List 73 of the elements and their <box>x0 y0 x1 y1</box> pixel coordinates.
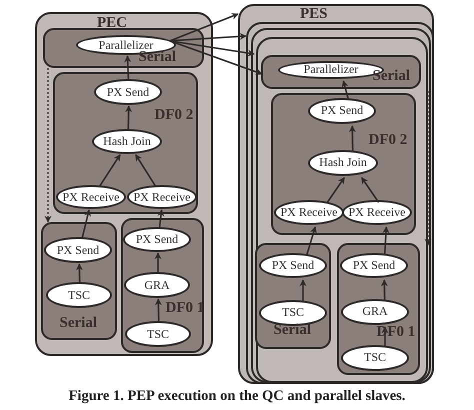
arrow <box>382 226 390 256</box>
group-label: PES <box>300 7 328 22</box>
group-box <box>254 243 330 349</box>
group-box <box>40 222 116 340</box>
arrow <box>326 177 345 203</box>
node-label: Parallelizer <box>98 38 154 52</box>
node-label: TSC <box>282 305 304 320</box>
node-label: PX Send <box>352 258 396 272</box>
ellipse-node <box>259 300 327 326</box>
group-box <box>120 218 204 352</box>
ellipse-node <box>341 344 409 370</box>
group-label: DF0 2 <box>368 133 408 148</box>
node-label: PX Send <box>320 103 364 118</box>
arrow <box>348 125 356 152</box>
node-label: PX Send <box>56 242 100 258</box>
node-label: PX Receive <box>348 204 406 220</box>
node-label: GRA <box>144 278 170 292</box>
arrow <box>170 13 239 42</box>
node-label: PX Send <box>136 232 178 247</box>
arrow <box>44 68 52 223</box>
arrow <box>98 154 121 187</box>
ellipse-node <box>259 252 327 278</box>
node-label: PX Receive <box>134 190 190 204</box>
ellipse-node <box>44 237 112 263</box>
arrow <box>124 55 132 80</box>
arrow <box>135 154 156 187</box>
group-box <box>270 93 416 235</box>
node-label: TSC <box>364 350 386 365</box>
ellipse-node <box>127 185 197 209</box>
arrow <box>300 279 306 302</box>
group-label: Serial <box>138 50 176 64</box>
arrow <box>154 298 162 322</box>
arrow <box>157 209 164 228</box>
arrow <box>424 91 432 246</box>
arrow <box>380 279 388 302</box>
ellipse-node <box>123 227 191 252</box>
group-box <box>52 72 198 214</box>
node-label: Hash Join <box>103 134 151 149</box>
node-label: TSC <box>146 326 169 342</box>
arrow <box>154 252 162 273</box>
group-label: Serial <box>274 323 311 338</box>
group-box <box>336 243 420 375</box>
ellipse-node <box>340 252 408 278</box>
node-label: PX Send <box>106 84 150 100</box>
ellipse-node <box>56 185 126 209</box>
arrow <box>76 263 83 284</box>
group-label: PEC <box>97 16 127 31</box>
group-box <box>42 28 204 68</box>
arrow <box>342 80 350 100</box>
ellipse-node <box>125 321 191 347</box>
ellipse-node <box>274 200 344 224</box>
ellipse-node <box>342 200 412 224</box>
group-label: DF0 2 <box>154 108 194 122</box>
figure-caption: Figure 1. PEP execution on the QC and parallel slaves. <box>68 388 406 404</box>
arrow <box>170 40 263 76</box>
ellipse-node <box>341 298 409 324</box>
node-label: GRA <box>362 304 388 319</box>
node-label: Parallelizer <box>304 62 358 77</box>
node-label: PX Receive <box>280 204 338 220</box>
ellipse-node <box>46 282 112 308</box>
rounded-panel <box>35 12 213 356</box>
node-label: Hash Join <box>319 155 367 170</box>
arrow <box>361 177 380 203</box>
group-box <box>260 55 420 89</box>
arrow <box>170 32 247 42</box>
arrow <box>170 40 255 56</box>
node-label: PX Receive <box>62 190 120 204</box>
node-label: TSC <box>68 288 90 302</box>
group-label: Serial <box>60 316 97 330</box>
ellipse-node <box>124 272 190 298</box>
group-label: Serial <box>372 69 410 84</box>
node-label: PX Send <box>272 258 314 272</box>
arrow <box>125 105 132 130</box>
